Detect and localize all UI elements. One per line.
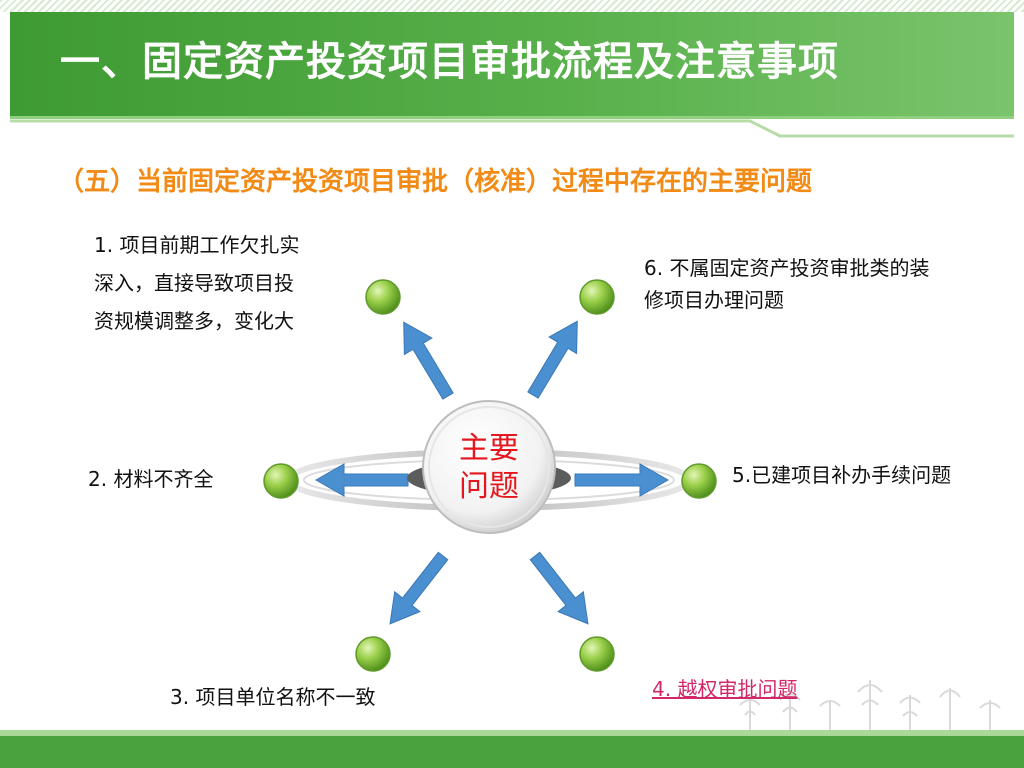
node-item-1 <box>365 279 401 315</box>
node-item-2 <box>263 463 299 499</box>
footer-accent-line <box>0 730 1024 736</box>
arrow-to-item-5 <box>574 463 670 497</box>
problem-item-3: 3. 项目单位名称不一致 <box>170 678 375 716</box>
problem-item-6-line-2: 修项目办理问题 <box>644 288 784 312</box>
center-label: 主要 问题 <box>437 430 541 506</box>
problem-item-5-line-1: 5.已建项目补办手续问题 <box>732 463 952 487</box>
problem-item-2: 2. 材料不齐全 <box>88 460 213 498</box>
footer-bar <box>0 736 1024 768</box>
problem-item-1-line-2: 深入，直接导致项目投 <box>94 271 294 295</box>
top-stripe-pattern <box>0 0 1024 12</box>
node-item-3 <box>355 636 391 672</box>
problem-item-5: 5.已建项目补办手续问题 <box>732 456 951 494</box>
arrow-to-item-6 <box>527 320 578 399</box>
problem-item-1-line-3: 资规模调整多，变化大 <box>94 309 294 333</box>
node-item-6 <box>579 279 615 315</box>
problem-item-6-line-1: 6. 不属固定资产投资审批类的装 <box>644 256 930 280</box>
center-sphere-rim <box>428 406 550 528</box>
problem-item-6: 6. 不属固定资产投资审批类的装 修项目办理问题 <box>644 252 929 316</box>
problem-item-1-line-1: 1. 项目前期工作欠扎实 <box>94 233 300 257</box>
problem-item-1: 1. 项目前期工作欠扎实 深入，直接导致项目投 资规模调整多，变化大 <box>94 226 299 340</box>
node-item-5 <box>681 463 717 499</box>
problem-item-4-line-1: 4. 越权审批问题 <box>652 677 798 701</box>
center-sphere <box>422 400 556 534</box>
problem-item-4: 4. 越权审批问题 <box>652 670 797 708</box>
plant-decoration <box>739 680 1001 735</box>
section-subtitle: （五）当前固定资产投资项目审批（核准）过程中存在的主要问题 <box>58 167 813 197</box>
arrow-to-item-4 <box>529 551 589 625</box>
center-label-line-1: 主要 <box>459 431 519 466</box>
center-label-line-2: 问题 <box>459 469 519 504</box>
arrow-to-item-3 <box>389 551 449 625</box>
problem-item-3-line-1: 3. 项目单位名称不一致 <box>170 685 376 709</box>
banner-underline <box>10 116 1014 138</box>
title-banner: 一、固定资产投资项目审批流程及注意事项 <box>10 12 1014 116</box>
page-title: 一、固定资产投资项目审批流程及注意事项 <box>60 39 839 85</box>
arrow-to-item-2 <box>314 463 409 497</box>
arrow-to-item-1 <box>403 321 454 400</box>
node-item-4 <box>579 636 615 672</box>
problem-item-2-line-1: 2. 材料不齐全 <box>88 467 214 491</box>
